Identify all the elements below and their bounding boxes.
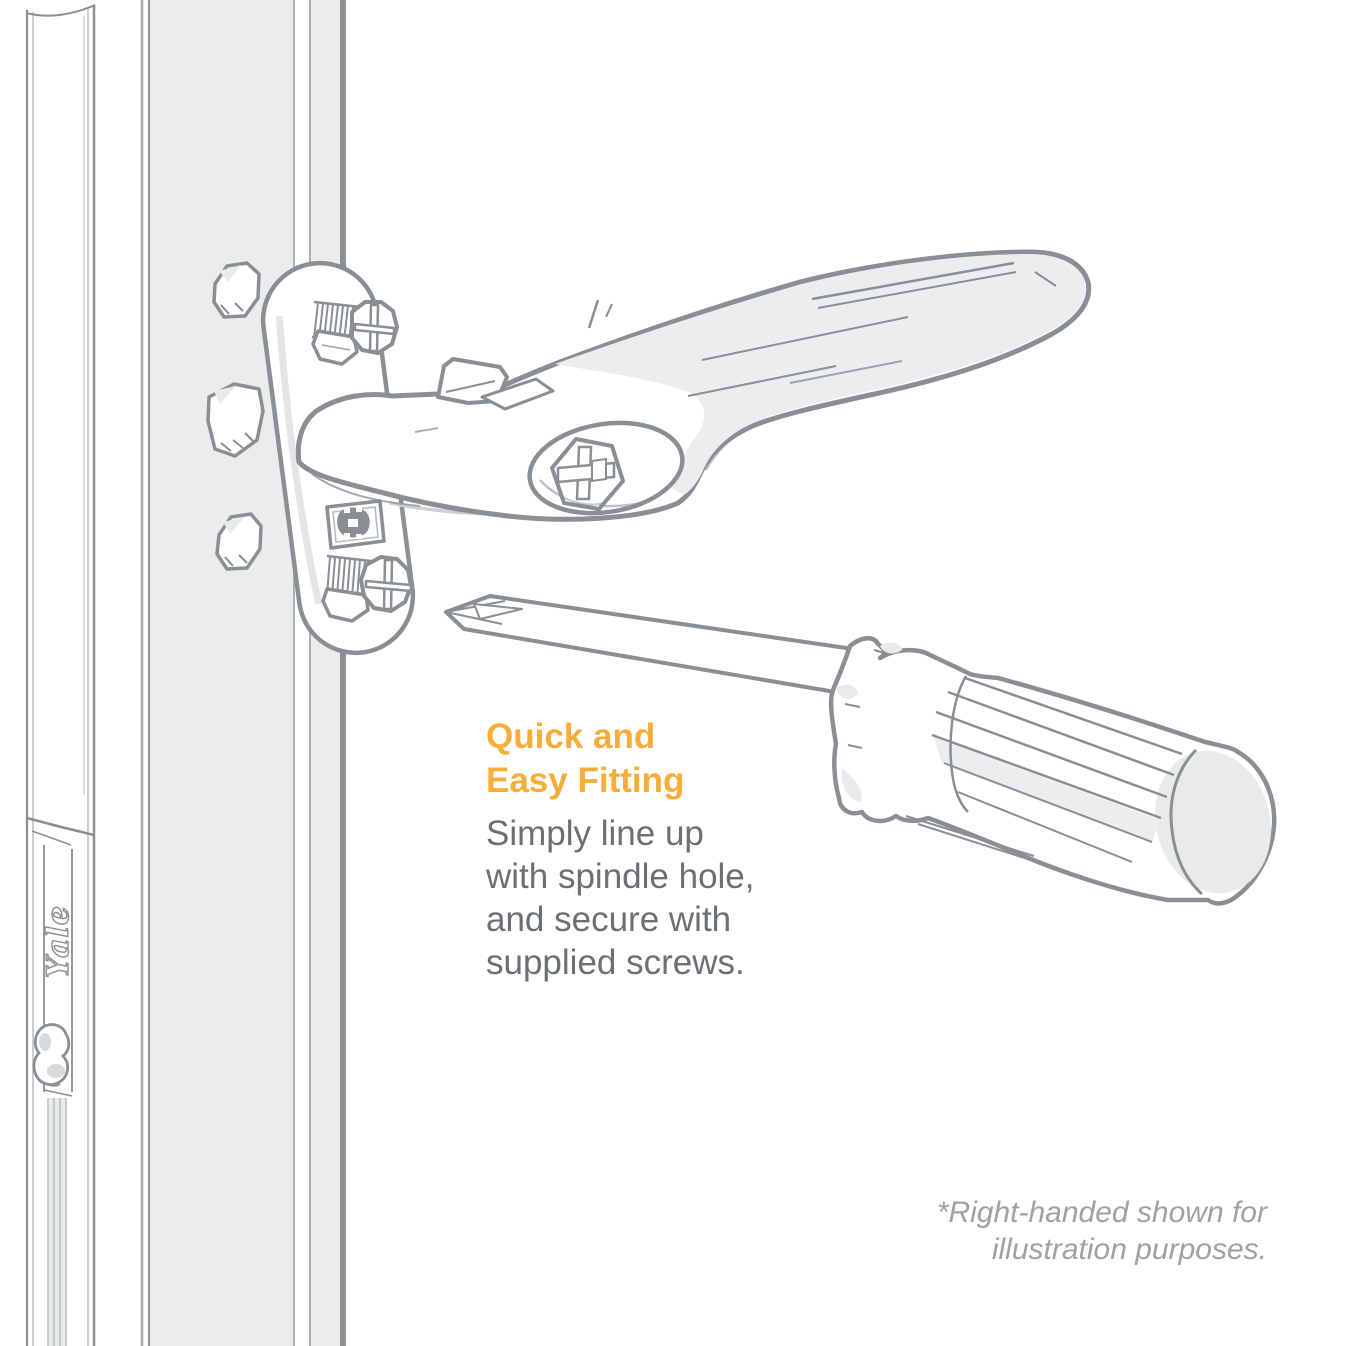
window-frame-profile [140, 0, 346, 1346]
screwdriver [444, 594, 1277, 906]
fixing-screw-top [311, 300, 399, 366]
phillips-cross [364, 579, 413, 593]
handle-end-cap [1155, 750, 1271, 894]
callout-heading-line1: Quick and [486, 717, 656, 756]
window-handle [295, 249, 1092, 522]
fixing-screw-bottom [321, 554, 413, 623]
callout-body-line: supplied screws. [486, 943, 745, 982]
callout-text: Quick and Easy Fitting Simply line up wi… [486, 715, 755, 984]
callout-body-line: and secure with [486, 900, 732, 939]
footnote-line2: illustration purposes. [991, 1233, 1267, 1266]
roller-cam-pegs [206, 261, 265, 571]
handle-shading [555, 254, 1086, 495]
handle-tab [436, 357, 509, 405]
spindle-hole [325, 499, 386, 550]
callout-body-line: with spindle hole, [486, 857, 755, 896]
callout-body-line: Simply line up [486, 814, 704, 853]
footnote-text: *Right-handed shown for illustration pur… [937, 1194, 1267, 1268]
yale-lock-strip: Yale [25, 4, 96, 1346]
callout-heading-line2: Easy Fitting [486, 761, 685, 800]
yale-brand-label: Yale [41, 905, 76, 978]
footnote-line1: *Right-handed shown for [936, 1196, 1267, 1229]
handle-flutes [844, 649, 1183, 871]
phillips-cross [353, 322, 396, 336]
